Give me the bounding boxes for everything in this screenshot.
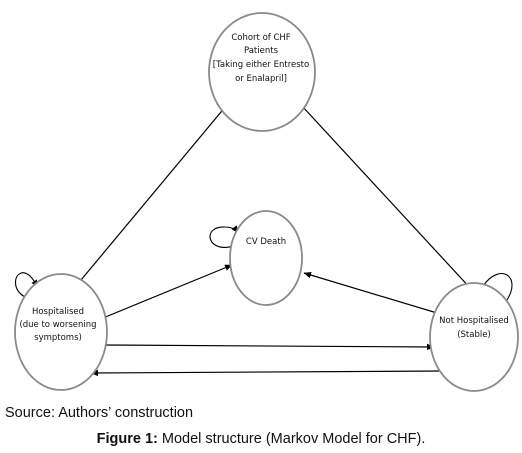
state-not-hospitalised: Not Hospitalised (Stable) — [429, 282, 519, 392]
not-hospitalised-line-2: (Stable) — [457, 330, 491, 340]
edge-cohort-to-not-hospitalised — [301, 105, 473, 291]
edge-not-hospitalised-to-cv-death — [303, 271, 438, 314]
state-cv-death: CV Death — [229, 210, 303, 306]
edge-cohort-to-hospitalised — [75, 105, 227, 287]
hospitalised-line-1: Hospitalised — [32, 307, 84, 317]
self-loop-cv-death — [209, 225, 239, 248]
figure-caption-label: Figure 1: — [96, 431, 158, 447]
hospitalised-line-3: symptoms) — [34, 333, 82, 343]
cv-death-label: CV Death — [246, 237, 286, 247]
figure-caption: Figure 1: Model structure (Markov Model … — [0, 431, 522, 447]
source-note: Source: Authors’ construction — [5, 405, 194, 421]
state-cohort: Cohort of CHF Patients [Taking either En… — [208, 12, 316, 132]
figure-caption-text: Model structure (Markov Model for CHF). — [157, 431, 426, 447]
hospitalised-line-2: (due to worsening — [19, 320, 96, 330]
state-hospitalised: Hospitalised (due to worsening symptoms) — [14, 273, 108, 391]
edge-not-hospitalised-to-hospitalised — [90, 369, 443, 377]
cohort-line-4: or Enalapril] — [235, 74, 287, 84]
edge-hospitalised-to-cv-death — [102, 264, 233, 319]
cohort-line-3: [Taking either Entresto — [213, 60, 309, 70]
not-hospitalised-line-1: Not Hospitalised — [439, 316, 509, 326]
markov-model-diagram: Cohort of CHF Patients [Taking either En… — [14, 12, 519, 392]
cohort-line-1: Cohort of CHF — [231, 33, 290, 43]
cohort-line-2: Patients — [244, 46, 279, 56]
edge-hospitalised-to-not-hospitalised — [101, 343, 435, 351]
